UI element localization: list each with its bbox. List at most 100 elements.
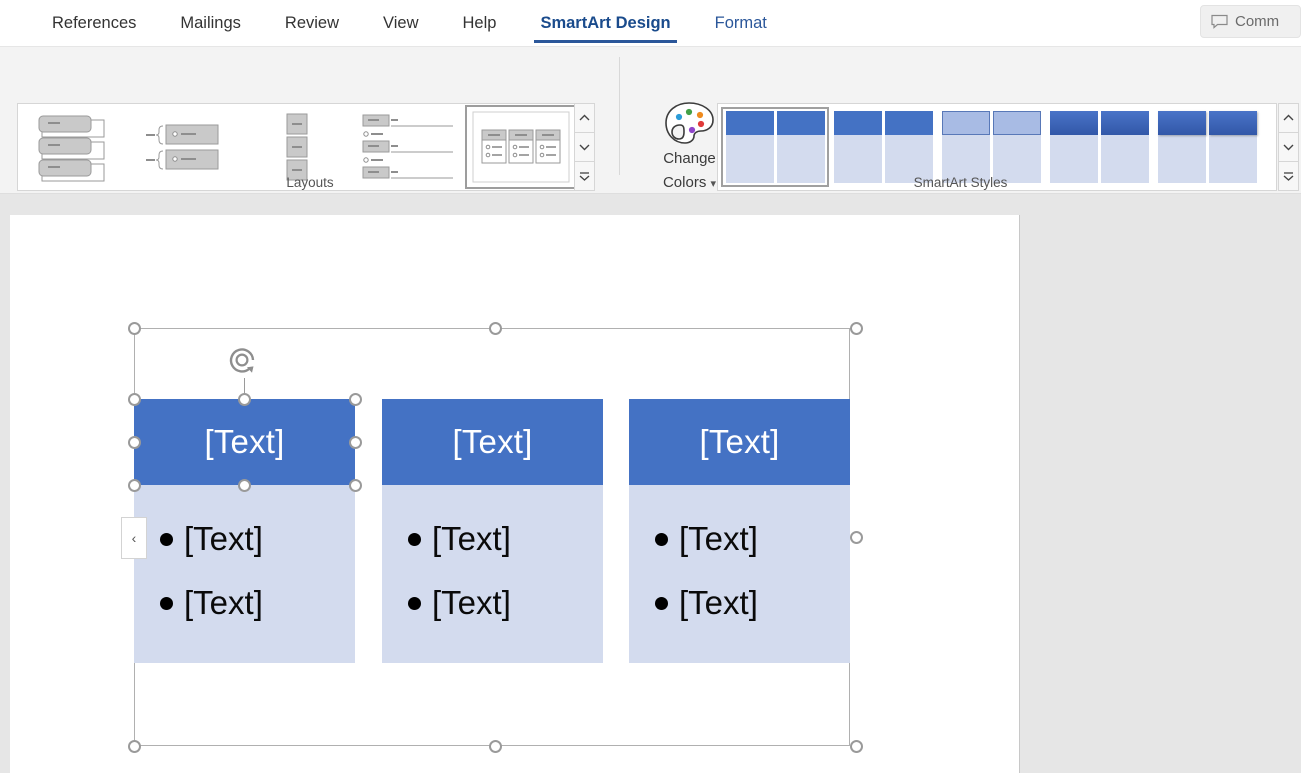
shape-resize-handle-top-right[interactable] (349, 393, 362, 406)
card-header[interactable]: [Text] (382, 399, 603, 485)
bullet-text: [Text] (432, 520, 511, 557)
smartart-card-3[interactable]: [Text] [Text] [Text] (629, 399, 850, 663)
layout-thumb-horizontal-bullet-list[interactable] (465, 105, 577, 189)
style-preview-header (992, 111, 1041, 135)
tab-label: View (383, 14, 419, 32)
shape-resize-handle-middle-left[interactable] (128, 436, 141, 449)
chevron-left-icon: ‹ (131, 530, 137, 546)
style-thumb-intense-effect[interactable] (1153, 107, 1261, 187)
style-preview-card (1157, 111, 1206, 183)
tab-smartart-design[interactable]: SmartArt Design (518, 1, 692, 45)
style-preview-card (725, 111, 774, 183)
layout-thumb-vertical-chevron-list[interactable] (242, 105, 354, 189)
layouts-scroll-up-button[interactable] (575, 104, 594, 133)
card-body[interactable]: [Text] [Text] (134, 485, 355, 663)
styles-gallery-scrollbar[interactable] (1278, 103, 1299, 191)
list-item[interactable]: [Text] (649, 507, 850, 571)
scroll-up-icon (579, 114, 590, 121)
shape-resize-handle-top-center[interactable] (238, 393, 251, 406)
change-colors-text: Colors (662, 174, 707, 191)
card-header-text: [Text] (699, 423, 780, 460)
rotate-handle-stem (244, 378, 245, 406)
shape-resize-handle-bottom-left[interactable] (128, 479, 141, 492)
document-page[interactable]: [Text] [Text] [Text] (10, 215, 1020, 773)
rotate-icon (229, 348, 255, 373)
smartart-graphic[interactable]: [Text] [Text] [Text] (121, 322, 863, 753)
card-body[interactable]: [Text] [Text] (629, 485, 850, 663)
tab-view[interactable]: View (361, 1, 440, 45)
rotate-handle[interactable] (227, 345, 261, 379)
card-header[interactable]: [Text] (629, 399, 850, 485)
resize-handle-top-right[interactable] (850, 322, 863, 335)
resize-handle-bottom-center[interactable] (489, 740, 502, 753)
tab-active-underline (534, 40, 677, 43)
list-item[interactable]: [Text] (154, 507, 355, 571)
list-item[interactable]: [Text] (402, 571, 603, 635)
card-header-text: [Text] (452, 423, 533, 460)
styles-scroll-up-button[interactable] (1279, 104, 1298, 133)
color-palette-icon (664, 102, 714, 144)
text-pane-toggle-button[interactable]: ‹ (121, 517, 147, 559)
bullet-text: [Text] (184, 520, 263, 557)
style-thumb-subtle-effect[interactable] (937, 107, 1045, 187)
tab-help[interactable]: Help (441, 1, 519, 45)
resize-handle-top-left[interactable] (128, 322, 141, 335)
resize-handle-bottom-right[interactable] (850, 740, 863, 753)
style-preview-card (941, 111, 990, 183)
style-thumb-simple-fill[interactable] (721, 107, 829, 187)
resize-handle-bottom-left[interactable] (128, 740, 141, 753)
change-colors-label-line1: Change (663, 150, 716, 167)
card-body[interactable]: [Text] [Text] (382, 485, 603, 663)
bullet-icon (160, 596, 173, 610)
change-colors-label-line2: Colors ▾ (642, 171, 737, 196)
ribbon: Layouts Change Colors (0, 46, 1301, 194)
layout-thumb-vertical-box-list[interactable] (18, 105, 130, 189)
resize-handle-middle-right[interactable] (850, 531, 863, 544)
group-divider (619, 57, 620, 175)
layouts-more-button[interactable] (575, 162, 594, 190)
shape-resize-handle-bottom-right[interactable] (349, 479, 362, 492)
shape-resize-handle-top-left[interactable] (128, 393, 141, 406)
smartart-styles-gallery[interactable] (717, 103, 1277, 191)
tab-label: Review (284, 14, 340, 32)
list-item[interactable]: [Text] (649, 571, 850, 635)
tab-references[interactable]: References (30, 1, 158, 45)
style-thumb-moderate-effect[interactable] (1045, 107, 1153, 187)
comments-button[interactable]: Comm (1200, 5, 1301, 38)
bullet-text: [Text] (679, 520, 758, 557)
ribbon-tab-bar: References Mailings Review View Help Sma… (0, 0, 1301, 46)
layouts-scroll-down-button[interactable] (575, 133, 594, 162)
style-preview-header (884, 111, 933, 135)
tab-mailings[interactable]: Mailings (158, 1, 263, 45)
shape-resize-handle-middle-right[interactable] (349, 436, 362, 449)
style-preview-card (1049, 111, 1098, 183)
style-thumb-white-outline[interactable] (829, 107, 937, 187)
style-preview-header (1049, 111, 1098, 135)
style-preview-card (884, 111, 933, 183)
list-item[interactable]: [Text] (154, 571, 355, 635)
smartart-card-1[interactable]: [Text] [Text] [Text] (134, 399, 355, 663)
styles-scroll-down-button[interactable] (1279, 133, 1298, 162)
scroll-down-icon (579, 144, 590, 151)
resize-handle-top-center[interactable] (489, 322, 502, 335)
bullet-icon (408, 596, 421, 610)
layout-thumb-vertical-bullet-list[interactable] (353, 105, 465, 189)
chevron-down-icon: ▾ (710, 178, 717, 190)
list-item[interactable]: [Text] (402, 507, 603, 571)
style-preview-card (992, 111, 1041, 183)
shape-resize-handle-bottom-center[interactable] (238, 479, 251, 492)
tab-format[interactable]: Format (693, 1, 789, 45)
layouts-gallery[interactable] (17, 103, 578, 191)
more-layouts-icon (579, 171, 590, 181)
styles-more-button[interactable] (1279, 162, 1298, 190)
tab-review[interactable]: Review (263, 1, 361, 45)
tab-label: SmartArt Design (540, 14, 671, 32)
layouts-gallery-scrollbar[interactable] (574, 103, 595, 191)
layout-thumb-vertical-bracket-list[interactable] (130, 105, 242, 189)
style-preview-card (1100, 111, 1149, 183)
bullet-icon (655, 532, 668, 546)
change-colors-button[interactable]: Change Colors ▾ (642, 99, 737, 196)
bullet-icon (160, 532, 173, 546)
card-header[interactable]: [Text] (134, 399, 355, 485)
smartart-card-2[interactable]: [Text] [Text] [Text] (382, 399, 603, 663)
